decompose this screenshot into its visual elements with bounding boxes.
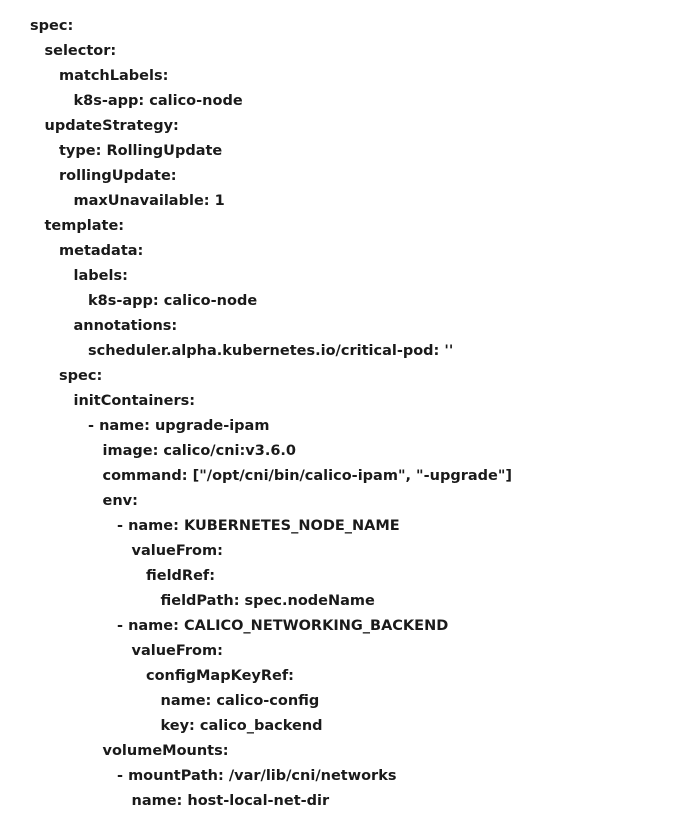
yaml-line: annotations: [73, 318, 178, 334]
yaml-line: k8s-app: calico-node [88, 293, 258, 309]
yaml-line: - name: upgrade-ipam [88, 418, 270, 434]
yaml-line: name: calico-config [160, 693, 320, 709]
yaml-line: initContainers: [73, 393, 196, 409]
yaml-line: rollingUpdate: [59, 168, 177, 184]
yaml-line: scheduler.alpha.kubernetes.io/critical-p… [88, 343, 454, 359]
yaml-line: key: calico_backend [160, 718, 323, 734]
yaml-line: valueFrom: [131, 543, 223, 559]
yaml-line: fieldPath: spec.nodeName [160, 593, 375, 609]
yaml-line: k8s-app: calico-node [73, 93, 243, 109]
yaml-line: valueFrom: [131, 643, 223, 659]
yaml-line: template: [44, 218, 125, 234]
yaml-line: name: host-local-net-dir [131, 793, 330, 809]
yaml-line: - mountPath: /var/lib/cni/networks [117, 768, 397, 784]
yaml-line: matchLabels: [59, 68, 169, 84]
yaml-line: image: calico/cni:v3.6.0 [102, 443, 297, 459]
yaml-line: env: [102, 493, 138, 509]
yaml-document: spec: selector: matchLabels: k8s-app: calic… [30, 14, 660, 814]
yaml-line: labels: [73, 268, 128, 284]
yaml-line: maxUnavailable: 1 [73, 193, 225, 209]
yaml-line: - name: CALICO_NETWORKING_BACKEND [117, 618, 449, 634]
yaml-line: spec: [30, 18, 74, 34]
yaml-line: configMapKeyRef: [146, 668, 294, 684]
yaml-line: type: RollingUpdate [59, 143, 223, 159]
yaml-line: metadata: [59, 243, 144, 259]
yaml-line: updateStrategy: [44, 118, 179, 134]
yaml-line: spec: [59, 368, 103, 384]
yaml-line: volumeMounts: [102, 743, 229, 759]
yaml-line: fieldRef: [146, 568, 216, 584]
yaml-line: - name: KUBERNETES_NODE_NAME [117, 518, 400, 534]
yaml-line: selector: [44, 43, 117, 59]
yaml-line: command: ["/opt/cni/bin/calico-ipam", "-… [102, 468, 513, 484]
